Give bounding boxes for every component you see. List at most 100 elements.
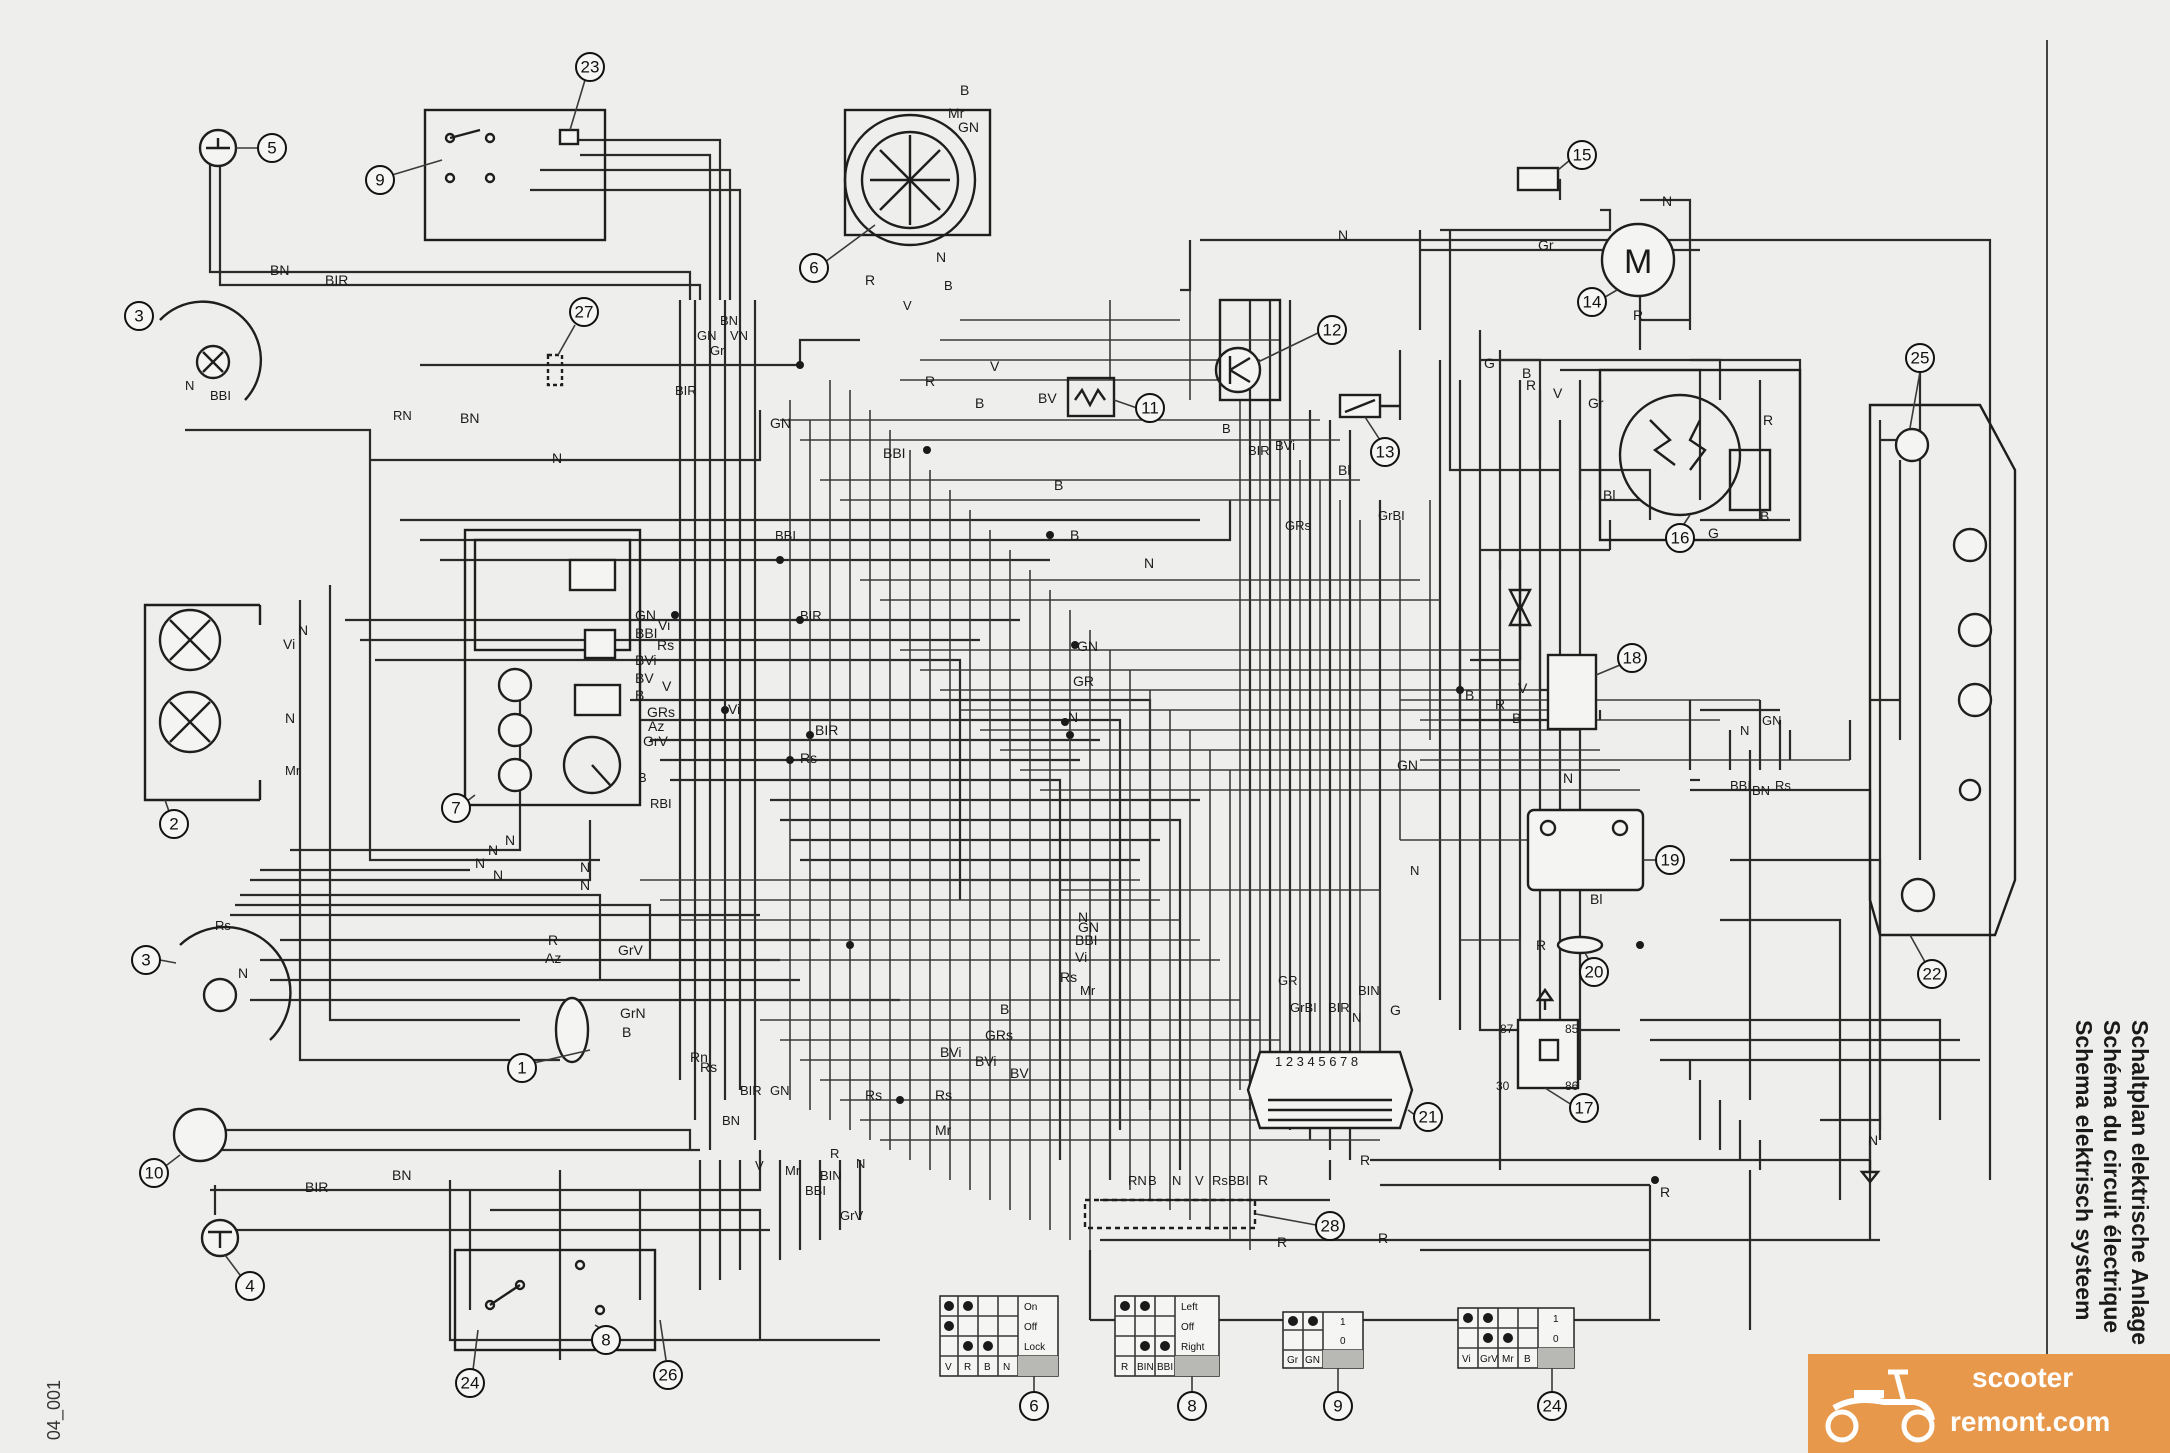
wire-label: GN [697,328,717,343]
wire-label: Mr [285,763,301,778]
table-6-callout: 6 [1029,1397,1038,1416]
component-5-connector [198,128,238,168]
wire-label: GN [770,415,791,431]
wire-label: N [1662,193,1672,209]
callout-24 [455,1368,485,1398]
callout-13-text: 13 [1376,443,1395,462]
component-16-alternator-stator [1598,368,1802,542]
table-24-col-1: Vi [1462,1354,1471,1365]
wire-label: BIN [820,1168,842,1183]
callout-8-text: 8 [601,1331,610,1350]
table-6-row-2: Off [1024,1322,1037,1333]
connector-21-pins: 1 2 3 4 5 6 7 8 [1275,1054,1358,1069]
wire-label: B [1522,365,1531,381]
wire-label: V [1195,1173,1204,1188]
wire-label: R [1495,696,1505,712]
table-8-row-3: Right [1181,1342,1205,1353]
wire-label: R [1763,412,1773,428]
callout-15-text: 15 [1573,146,1592,165]
callout-22 [1917,959,1947,989]
wire-label: G [1390,1002,1401,1018]
wire-label: Bl [1590,891,1602,907]
table-9-callout: 9 [1333,1397,1342,1416]
table-9-col-2: GN [1305,1355,1320,1366]
callout-6-text: 6 [809,259,818,278]
watermark-logo: scooter remont.com [1808,1354,2170,1453]
callout-4 [235,1271,265,1301]
callout-24-text: 24 [461,1374,480,1393]
table-24-callout: 24 [1543,1397,1562,1416]
ground-symbol [1859,1160,1881,1184]
wire-label: B [622,1024,631,1040]
wire-label: BIR [675,383,697,398]
callout-23 [575,52,605,82]
wire-label: G [1484,355,1495,371]
callout-5 [257,133,287,163]
watermark-text-2: remont.com [1950,1406,2111,1437]
component-22-rear-light-cluster [1868,403,2017,937]
wire-label: BV [635,670,654,686]
component-6-ignition-switch [843,108,992,247]
wire-label: VN [730,328,748,343]
wire-label: Vi [1075,949,1087,965]
wire-label: BN [392,1167,411,1183]
wire-label: BN [720,313,738,328]
wire-label: V [755,1158,764,1173]
wire-label: N [856,1156,865,1171]
wire-label: BVi [940,1044,962,1060]
relay-pin-87: 87 [1500,1022,1514,1036]
wire-label: Mr [785,1163,801,1178]
wire-label: N [298,622,308,638]
wire-label: GN [1078,919,1099,935]
callout-4-text: 4 [245,1277,254,1296]
table-9-col-1: Gr [1287,1355,1299,1366]
wire-label: BIR [815,722,838,738]
wire-label: N [185,378,194,393]
wire-label: Rs [1212,1173,1228,1188]
wire-label: Gr [1538,237,1554,253]
wire-label: B [638,770,647,785]
wire-label: GN [1397,757,1418,773]
wire-label: Rn [690,1049,708,1065]
wire-label: BN [460,410,479,426]
callout-10-text: 10 [145,1164,164,1183]
callout-10 [139,1158,169,1188]
wire-label: N [1868,1132,1878,1148]
wire-label: R [830,1146,839,1161]
wire-label: Rs [935,1087,952,1103]
wire-label: Mr [1080,983,1096,998]
callout-1-text: 1 [517,1059,526,1078]
callout-19 [1655,845,1685,875]
wire-label: N [552,450,562,466]
callout-13 [1370,437,1400,467]
component-15-fuse [1516,166,1560,192]
wire-label: GrBI [1290,1000,1317,1015]
callout-11 [1135,393,1165,423]
wire-label: Az [545,950,561,966]
wire-label: Vi [283,636,295,652]
wire-label: BV [1010,1065,1029,1081]
callout-28 [1315,1211,1345,1241]
wire-label: N [1563,770,1573,786]
wire-label: GrBI [1378,508,1405,523]
table-6-col-3: B [984,1362,991,1373]
scooter-icon [1825,1369,1935,1443]
wire-label: Az [648,718,664,734]
wire-label: GR [1278,973,1298,988]
wire-label: BN [722,1113,740,1128]
page-number: 04_001 [44,1380,64,1441]
title-dutch: Schema elektrisch systeem [2071,1020,2097,1321]
relay-pin-30: 30 [1496,1079,1510,1093]
junction-dots [671,361,1659,1184]
legend-table-9: 1 0 Gr GN 9 [1282,1311,1364,1421]
motor-label: M [1624,243,1652,281]
callout-19-text: 19 [1661,851,1680,870]
callout-23-text: 23 [581,58,600,77]
wire-label: N [1352,1010,1361,1025]
table-24-row-1: 1 [1553,1314,1559,1325]
wire-label: R [1360,1152,1370,1168]
component-23-switch-box [423,108,607,242]
wire-label: Rs [865,1087,882,1103]
wire-label: Mr [935,1122,952,1138]
table-24-col-2: GrV [1480,1354,1498,1365]
